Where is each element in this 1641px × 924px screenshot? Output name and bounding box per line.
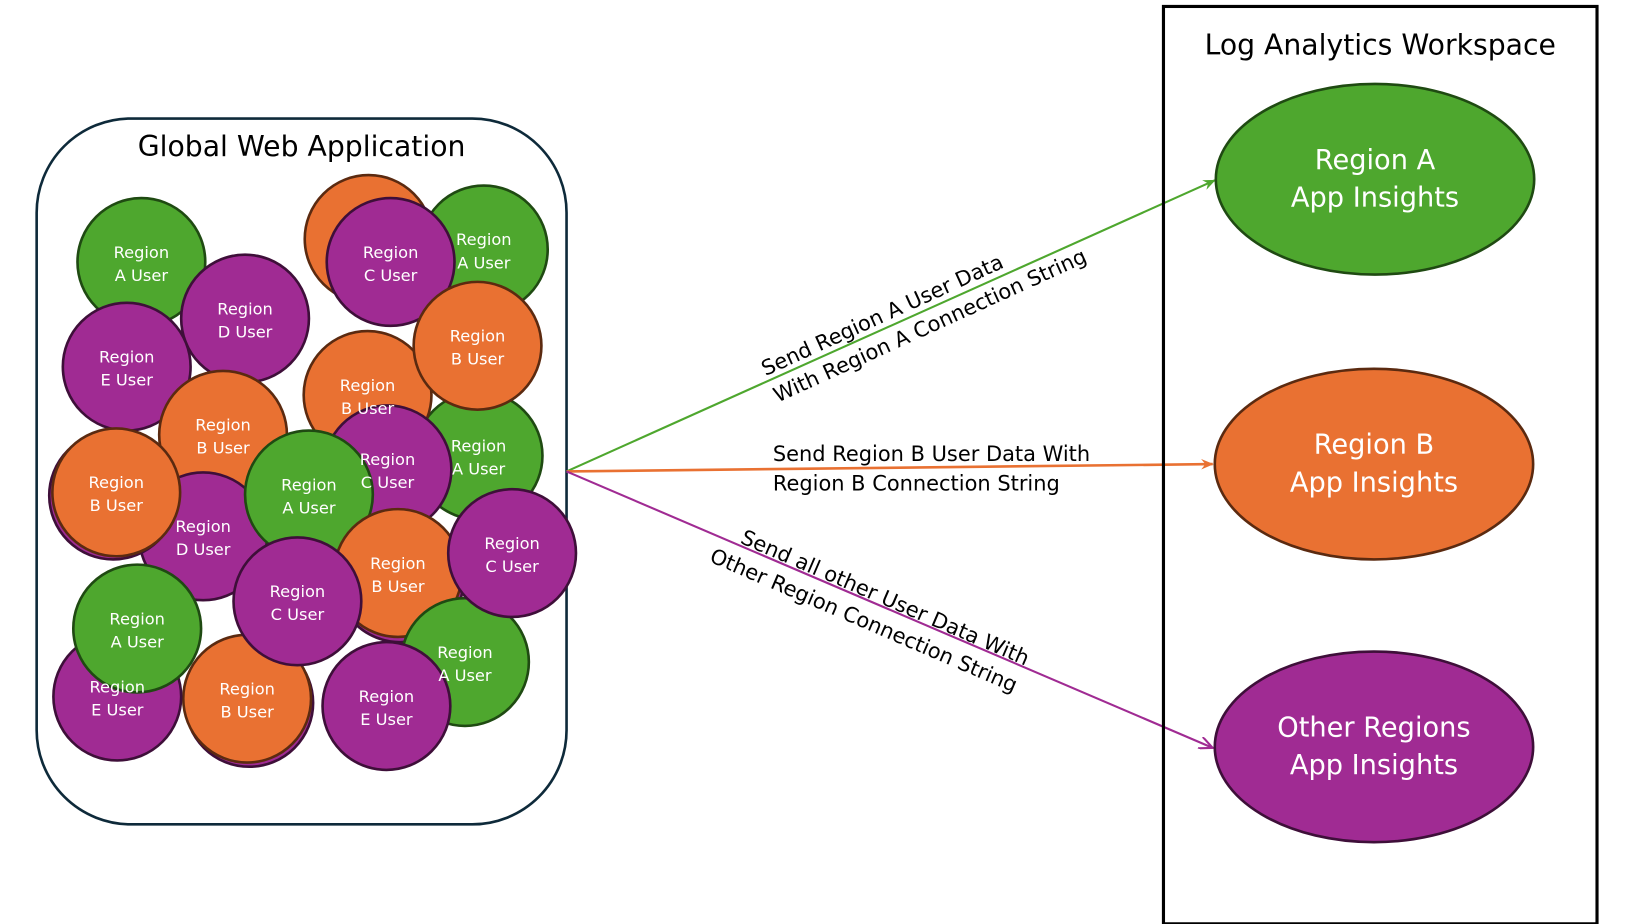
user-label-line1: Region [219, 679, 275, 698]
user-label-line1: Region [88, 473, 144, 492]
arrow-label-region-b: Send Region B User Data With Region B Co… [773, 442, 1090, 495]
user-label-line2: A User [115, 266, 169, 285]
user-label-line1: Region [175, 517, 231, 536]
arrows: Send Region A User Data With Region A Co… [566, 179, 1216, 748]
app-title: Global Web Application [138, 130, 466, 163]
user-label-line1: Region [363, 243, 419, 262]
user-label-line1: Region [109, 609, 165, 628]
arrow-label-region-b-line2: Region B Connection String [773, 471, 1060, 495]
workspace-title: Log Analytics Workspace [1205, 29, 1556, 62]
region-a-app-insights: Region A App Insights [1214, 82, 1536, 276]
user-label-line1: Region [360, 450, 416, 469]
user-label-line1: Region [456, 230, 512, 249]
app-insights-label-line2: App Insights [1290, 467, 1458, 498]
user-label-line2: B User [196, 439, 250, 458]
user-label-line2: B User [341, 399, 395, 418]
user-label-line1: Region [99, 348, 155, 367]
user-label-line2: A User [111, 632, 165, 651]
app-insights-shape [1214, 82, 1536, 276]
user-label-line2: C User [485, 557, 539, 576]
user-circle-shape [321, 640, 452, 772]
user-circle-shape [325, 196, 456, 328]
user-label-line2: E User [101, 371, 154, 390]
user-label-line2: C User [271, 605, 325, 624]
user-label-line1: Region [340, 376, 396, 395]
user-label-line1: Region [217, 299, 273, 318]
user-label-line1: Region [450, 327, 506, 346]
arrow-region-b [566, 458, 1214, 473]
user-label-line2: A User [452, 460, 506, 479]
app-insights-shape [1213, 650, 1535, 844]
user-label-line1: Region [270, 582, 326, 601]
region-b-app-insights: Region B App Insights [1213, 367, 1535, 561]
user-label-line1: Region [370, 554, 426, 573]
user-circles [47, 173, 578, 772]
user-label-line1: Region [437, 643, 493, 662]
app-insights-label-line1: Region A [1315, 145, 1436, 176]
user-label-line1: Region [281, 475, 337, 494]
user-circle-shape [179, 253, 311, 384]
user-circle-shape [71, 563, 203, 694]
user-label-line2: A User [457, 253, 511, 272]
user-label-line1: Region [359, 687, 415, 706]
app-insights-label-line1: Other Regions [1277, 712, 1470, 743]
arrow-region-a [566, 179, 1216, 473]
log-analytics-workspace: Log Analytics Workspace Region A App Insi… [1161, 4, 1599, 924]
app-insights-label-line2: App Insights [1290, 750, 1458, 781]
user-label-line1: Region [195, 416, 251, 435]
user-label-line1: Region [90, 677, 146, 696]
arrow-other [566, 470, 1213, 747]
user-label-line2: B User [221, 703, 275, 722]
user-label-line1: Region [114, 243, 170, 262]
user-circle-shape [446, 487, 578, 619]
arrow-label-region-b-line1: Send Region B User Data With [773, 442, 1090, 466]
user-label-line2: B User [90, 496, 144, 515]
user-label-line2: A User [438, 666, 492, 685]
user-label-line1: Region [484, 534, 540, 553]
user-label-line2: E User [360, 710, 413, 729]
user-circle-shape [51, 427, 182, 558]
app-insights-shape [1213, 367, 1535, 561]
app-insights-label-line1: Region B [1314, 430, 1435, 461]
user-label-line2: A User [282, 498, 336, 517]
user-circle-shape [232, 536, 363, 667]
arrow-label-region-a: Send Region A User Data With Region A Co… [758, 244, 1091, 407]
user-label-line1: Region [451, 437, 507, 456]
arrow-label-other-line2: Other Region Connection String [707, 544, 1021, 697]
user-circle-shape [412, 280, 543, 411]
user-label-line2: E User [91, 700, 144, 719]
arrow-label-region-a-line2: With Region A Connection String [770, 244, 1090, 407]
user-label-line2: D User [176, 540, 231, 559]
user-label-line2: B User [451, 350, 505, 369]
app-insights-label-line2: App Insights [1291, 182, 1459, 213]
user-label-line2: C User [361, 473, 415, 492]
user-label-line2: C User [364, 266, 418, 285]
arrow-label-other: Send all other User Data With Other Regi… [707, 525, 1033, 697]
user-label-line2: B User [371, 577, 425, 596]
user-label-line2: D User [218, 322, 273, 341]
